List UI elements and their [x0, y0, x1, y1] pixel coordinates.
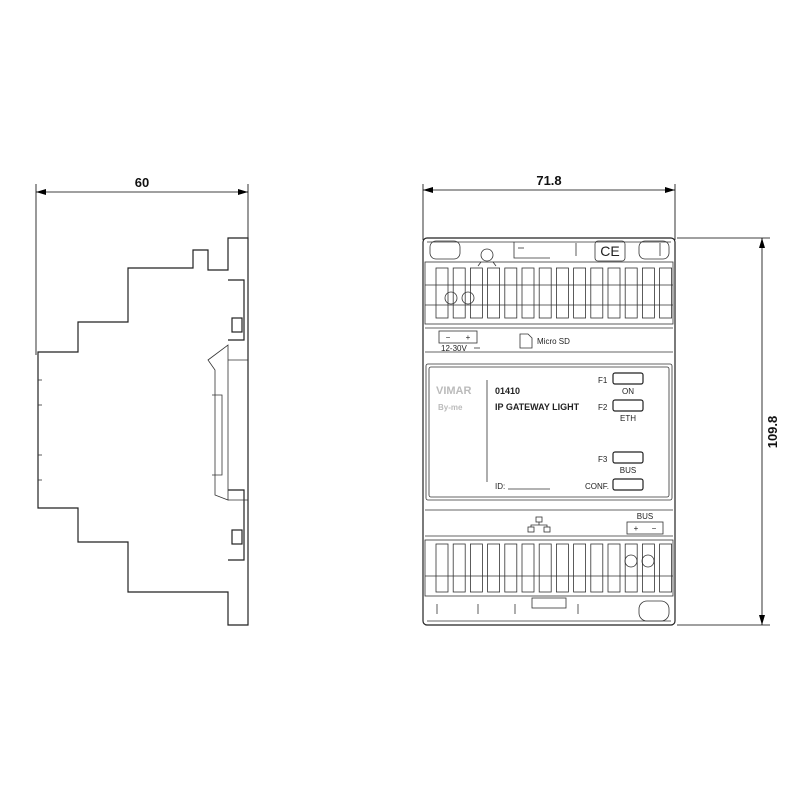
svg-text:−: −: [652, 524, 657, 533]
bus-screw-2: [641, 554, 655, 568]
indicator-f1: F1 ON: [598, 372, 644, 396]
bus-terminal-box: [626, 521, 664, 535]
terminal-slot: [538, 267, 552, 319]
front-height-dimension: 109.8: [677, 237, 780, 626]
terminal-slot: [452, 543, 466, 593]
indicator-conf: CONF.: [585, 478, 644, 491]
micro-sd-label: Micro SD: [537, 337, 570, 346]
led-eth: [612, 399, 644, 412]
svg-text:BUS: BUS: [620, 466, 636, 475]
terminal-slot: [435, 543, 449, 593]
seal-icon: [513, 242, 550, 259]
front-label-panel: VIMAR By-me 01410 IP GATEWAY LIGHT ID: F…: [425, 363, 673, 501]
terminal-slot: [469, 543, 483, 593]
svg-text:+: +: [634, 524, 639, 533]
terminal-slot: [504, 267, 518, 319]
terminal-slot: [642, 267, 655, 319]
terminal-slot: [607, 543, 621, 593]
terminal-slot: [452, 267, 466, 319]
terminal-slot: [590, 267, 604, 319]
terminal-slot: [435, 267, 449, 319]
terminal-slot: [659, 267, 672, 319]
id-label: ID:: [495, 482, 505, 491]
power-voltage-label: 12-30V: [441, 344, 467, 353]
power-sd-strip: − + 12-30V Micro SD: [425, 327, 673, 353]
bottom-terminal-strip: [424, 539, 674, 597]
indicator-f3: F3 BUS: [598, 451, 644, 475]
conf-button[interactable]: [612, 478, 644, 491]
svg-text:ON: ON: [622, 387, 634, 396]
brand-logo: VIMAR: [436, 385, 472, 397]
side-width-label: 60: [135, 175, 149, 190]
svg-text:F3: F3: [598, 455, 608, 464]
indicator-f2: F2 ETH: [598, 399, 644, 423]
recycle-icon: [477, 248, 497, 267]
ethernet-bus-strip: BUS + −: [425, 509, 673, 537]
front-width-dimension: 71.8: [422, 173, 676, 240]
bus-screw-1: [624, 554, 638, 568]
top-terminal-strip: [424, 261, 674, 325]
side-clip-top: [231, 317, 243, 333]
side-view: 60: [35, 175, 249, 626]
ce-mark-icon: CE: [594, 240, 626, 262]
side-body-outline: [37, 237, 249, 626]
side-width-dimension: 60: [35, 175, 249, 355]
side-clip-bottom: [231, 529, 243, 545]
terminal-slot: [556, 543, 569, 593]
svg-text:ETH: ETH: [620, 414, 636, 423]
terminal-slot: [556, 267, 569, 319]
product-code: 01410: [495, 386, 520, 396]
sub-brand-logo: By-me: [438, 403, 463, 412]
terminal-slot: [469, 267, 483, 319]
power-screw-2: [461, 291, 475, 305]
terminal-slot: [624, 543, 638, 593]
svg-text:F2: F2: [598, 403, 608, 412]
terminal-slot: [624, 267, 638, 319]
bottom-right-tab: [638, 600, 670, 622]
led-on: [612, 372, 644, 385]
bottom-release-slot: [531, 597, 567, 609]
terminal-slot: [607, 267, 621, 319]
svg-text:F1: F1: [598, 376, 608, 385]
ethernet-icon: [527, 516, 551, 533]
svg-text:+: +: [466, 333, 471, 342]
product-name: IP GATEWAY LIGHT: [495, 402, 580, 412]
terminal-slot: [573, 543, 586, 593]
terminal-slot: [504, 543, 518, 593]
terminal-slot: [521, 543, 535, 593]
terminal-slot: [642, 543, 655, 593]
svg-text:CE: CE: [600, 243, 619, 259]
front-body-outline: [422, 237, 676, 626]
terminal-slot: [487, 267, 501, 319]
top-left-tab: [429, 240, 461, 260]
front-width-label: 71.8: [536, 173, 561, 188]
terminal-slot: [573, 267, 586, 319]
terminal-slot: [590, 543, 604, 593]
front-height-label: 109.8: [765, 416, 780, 449]
terminal-slot: [538, 543, 552, 593]
svg-text:CONF.: CONF.: [585, 482, 609, 491]
micro-sd-icon: [519, 333, 533, 349]
bus-label: BUS: [637, 512, 653, 521]
terminal-slot: [487, 543, 501, 593]
top-right-tab: [638, 240, 670, 260]
terminal-slot: [521, 267, 535, 319]
svg-text:−: −: [446, 333, 451, 342]
terminal-slot: [659, 543, 672, 593]
power-terminal-box: [438, 330, 478, 344]
front-view: 71.8 109.8 CE: [422, 173, 780, 626]
led-bus: [612, 451, 644, 464]
power-screw-1: [444, 291, 458, 305]
